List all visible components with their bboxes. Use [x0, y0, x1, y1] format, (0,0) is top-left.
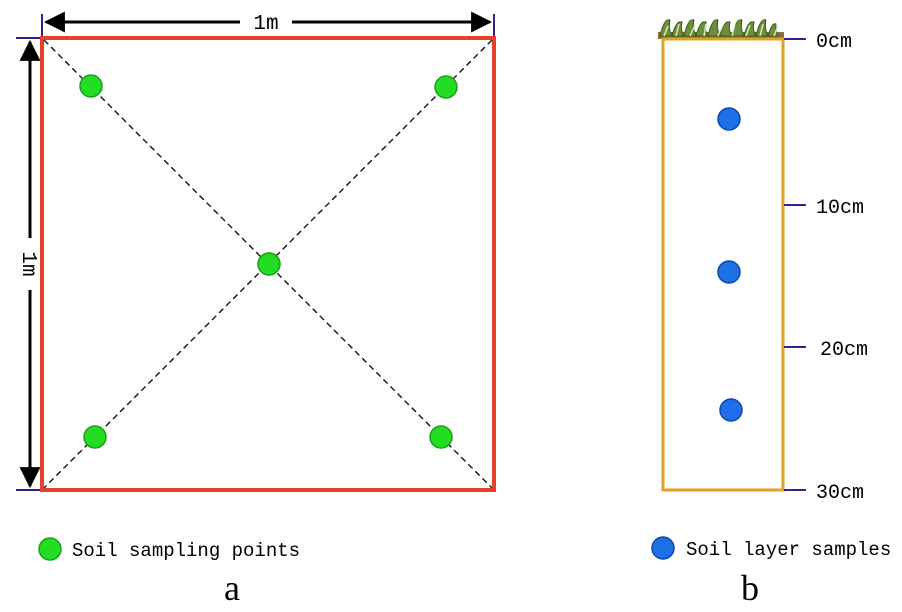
depth-label-20cm: 20cm [820, 339, 868, 362]
width-dimension-label: 1m [253, 13, 278, 36]
legend-sampling-point-label: Soil sampling points [72, 540, 300, 562]
sampling-point [429, 425, 453, 449]
panel-a: 1m 1m Soil sampling points a [16, 11, 496, 608]
panel-a-caption: a [224, 568, 240, 607]
depth-label-0cm: 0cm [816, 31, 852, 54]
diagonal-line [43, 39, 493, 489]
panel-b-caption: b [741, 568, 759, 607]
soil-profile-frame [661, 37, 785, 492]
sampling-point [257, 252, 281, 276]
soil-layer-sample [719, 398, 743, 422]
grass-surface [658, 19, 784, 39]
soil-layer-sample [717, 107, 741, 131]
depth-label-10cm: 10cm [816, 197, 864, 220]
sampling-point [434, 75, 458, 99]
panel-b: 0cm 10cm 20cm 30cm Soil layer samples b [651, 19, 891, 608]
legend-sampling-point-marker [38, 537, 62, 561]
soil-layer-sample [717, 260, 741, 284]
grass-tufts [659, 19, 779, 38]
height-dimension-label: 1m [16, 251, 39, 276]
legend-soil-sample-marker [651, 536, 675, 560]
depth-label-30cm: 30cm [816, 482, 864, 505]
sampling-point [83, 425, 107, 449]
grass-blades [663, 23, 779, 37]
sampling-plot-frame [40, 36, 496, 492]
diagonal-line [43, 39, 493, 489]
legend-soil-sample-label: Soil layer samples [686, 539, 891, 561]
sampling-point [79, 74, 103, 98]
